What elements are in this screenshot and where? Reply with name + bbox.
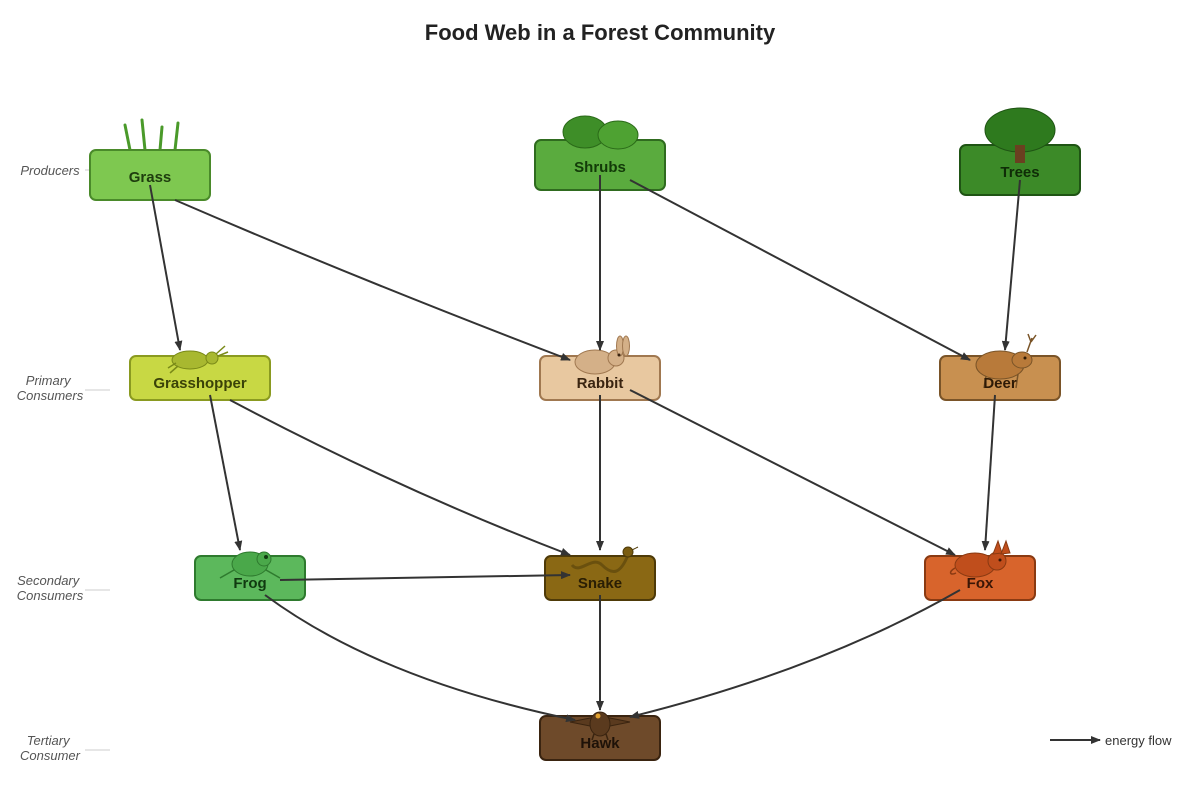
- node-hawk: Hawk: [539, 711, 661, 761]
- level-label-producers: Producers: [20, 163, 80, 178]
- edge-shrubs-to-deer: [629, 179, 971, 361]
- frog-label: Frog: [233, 575, 266, 592]
- nodes: Grass Shrubs Trees: [89, 107, 1081, 761]
- hawk-icon: [569, 711, 631, 741]
- level-label-tertiary-consumer: Tertiary Consumer: [20, 733, 81, 763]
- fox-label: Fox: [967, 575, 994, 592]
- edge-grasshopper-to-snake: [229, 399, 571, 556]
- node-trees: Trees: [959, 107, 1081, 196]
- diagram-title: Food Web in a Forest Community: [425, 20, 776, 45]
- edge-frog-to-snake: [279, 571, 571, 581]
- level-label-primary-consumers: Primary Consumers: [17, 373, 84, 403]
- grasshopper-label: Grasshopper: [153, 375, 247, 392]
- grasshopper-icon: [167, 345, 229, 374]
- grass-box: [89, 149, 211, 201]
- grass-label: Grass: [129, 169, 172, 186]
- level-label-secondary-consumers: Secondary Consumers: [17, 573, 84, 603]
- grass-icon: [123, 118, 180, 152]
- rabbit-label: Rabbit: [577, 375, 624, 392]
- deer-label: Deer: [983, 375, 1017, 392]
- legend-label: energy flow: [1105, 733, 1172, 748]
- shrubs-label: Shrubs: [574, 159, 626, 176]
- level-labels: Producers Primary Consumers Secondary Co…: [17, 163, 110, 763]
- node-deer: Deer: [939, 333, 1061, 401]
- edge-frog-to-hawk: [264, 594, 576, 723]
- shrub-icon: [562, 115, 639, 150]
- hawk-label: Hawk: [580, 735, 620, 752]
- rabbit-icon: [574, 335, 630, 375]
- edge-rabbit-to-fox: [629, 389, 956, 556]
- edges: [149, 175, 1021, 723]
- node-snake: Snake: [544, 546, 656, 601]
- node-grasshopper: Grasshopper: [129, 345, 271, 401]
- node-frog: Frog: [194, 551, 306, 601]
- edge-deer-to-fox: [981, 394, 996, 551]
- frog-icon: [219, 551, 281, 579]
- fox-icon: [949, 539, 1011, 578]
- tree-icon: [984, 107, 1056, 163]
- edge-fox-to-hawk: [629, 589, 961, 719]
- deer-icon: [975, 333, 1037, 389]
- trees-label: Trees: [1000, 164, 1039, 181]
- node-shrubs: Shrubs: [534, 115, 666, 191]
- edge-grass-to-rabbit: [174, 199, 571, 361]
- edge-grasshopper-to-frog: [209, 394, 243, 551]
- node-fox: Fox: [924, 539, 1036, 601]
- node-rabbit: Rabbit: [539, 335, 661, 401]
- node-grass: Grass: [89, 118, 211, 201]
- snake-icon: [570, 546, 639, 573]
- edge-grass-to-grasshopper: [149, 184, 183, 351]
- legend: energy flow: [1050, 733, 1172, 748]
- edge-trees-to-deer: [1001, 179, 1021, 351]
- snake-label: Snake: [578, 575, 622, 592]
